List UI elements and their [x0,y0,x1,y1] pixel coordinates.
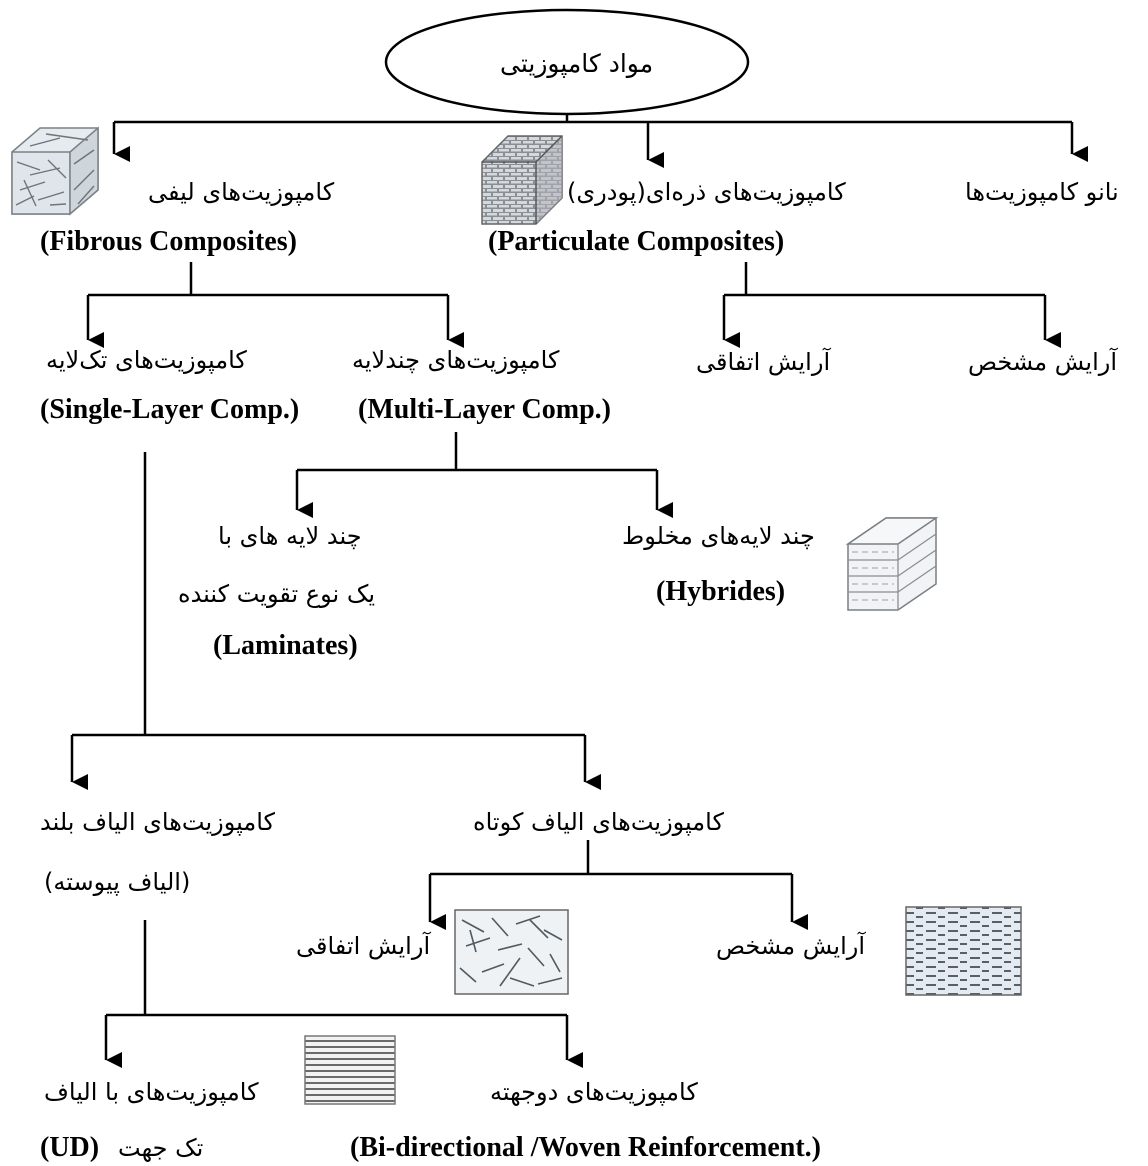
connectors [70,114,1088,1068]
short-random-label: آرایش اتفاقی [296,932,431,960]
particle-cube-icon [481,135,563,225]
laminates-label-fa-2: یک نوع تقویت کننده [178,580,375,608]
hybrids-label-fa: چند لایه‌های مخلوط [622,522,815,550]
long-fibers-label-2: (الیاف پیوسته) [44,868,191,896]
bidirectional-label-en: (Bi-directional /Woven Reinforcement.) [350,1132,821,1163]
short-fibers-label: کامپوزیت‌های الیاف کوتاه [473,808,724,836]
fiber-cube-icon [11,126,99,216]
ud-label-fa: کامپوزیت‌های با الیاف [44,1078,259,1106]
multi-layer-label-en: (Multi-Layer Comp.) [358,394,611,425]
laminates-label-fa-1: چند لایه های با [218,522,362,550]
random-fibers-icon [454,909,569,995]
ud-label-fa-2: تک جهت [118,1134,204,1162]
fibrous-label-en: (Fibrous Composites) [40,226,297,257]
fibrous-label-fa: کامپوزیت‌های لیفی [148,178,335,206]
unidirectional-fibers-icon [304,1035,396,1105]
nano-label: نانو کامپوزیت‌ها [965,178,1119,206]
long-fibers-label-1: کامپوزیت‌های الیاف بلند [40,808,275,836]
hybrids-label-en: (Hybrides) [656,576,786,607]
particulate-label-fa: کامپوزیت‌های ذره‌ای(پودری) [567,178,846,206]
oriented-fibers-icon [905,906,1022,996]
particulate-oriented-label: آرایش مشخص [968,348,1117,376]
particulate-random-label: آرایش اتفاقی [696,348,831,376]
ud-label-en: (UD) [40,1132,100,1163]
layered-block-icon [845,517,939,611]
laminates-label-en: (Laminates) [213,630,358,661]
single-layer-label-en: (Single-Layer Comp.) [40,394,300,425]
single-layer-label-fa: کامپوزیت‌های تک‌لایه [46,346,247,374]
bidirectional-label-fa: کامپوزیت‌های دوجهته [490,1078,698,1106]
short-oriented-label: آرایش مشخص [716,932,865,960]
multi-layer-label-fa: کامپوزیت‌های چندلایه [352,346,560,374]
particulate-label-en: (Particulate Composites) [488,226,785,257]
root-label: مواد کامپوزیتی [500,49,654,78]
